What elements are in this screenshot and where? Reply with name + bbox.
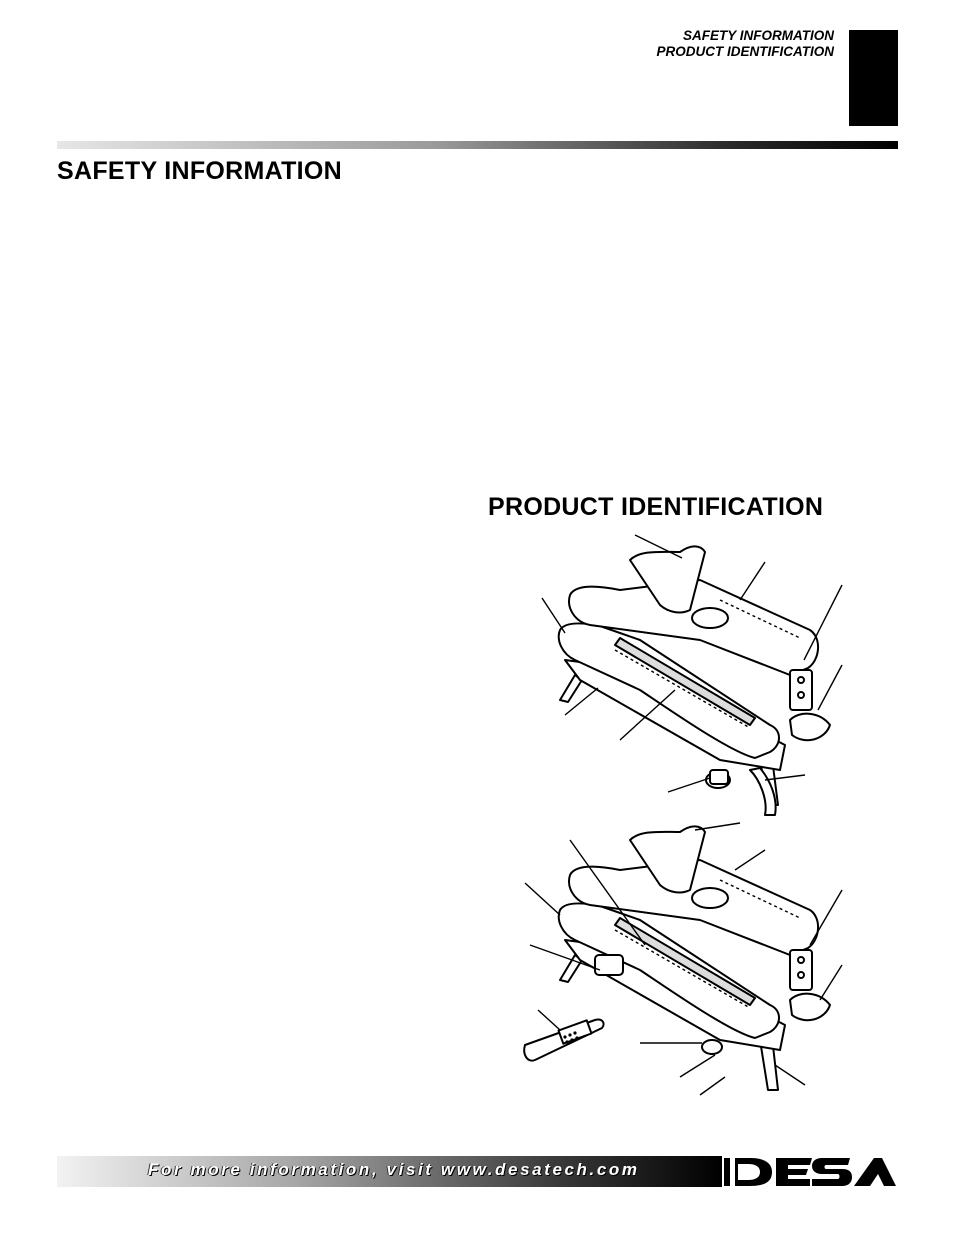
safety-information-heading: SAFETY INFORMATION: [57, 157, 343, 185]
log-set-figure-manual: [541, 534, 843, 816]
header-line-2: PRODUCT IDENTIFICATION: [656, 44, 835, 59]
footer-banner: [57, 1156, 722, 1187]
product-identification-heading: PRODUCT IDENTIFICATION: [488, 493, 824, 521]
desa-logo: [724, 1158, 896, 1186]
log-set-figure-remote: [523, 822, 843, 1096]
header-line-1: SAFETY INFORMATION: [683, 28, 834, 43]
header-divider: [57, 141, 898, 149]
running-header: SAFETY INFORMATION PRODUCT IDENTIFICATIO…: [657, 28, 835, 60]
section-tab-marker: [849, 30, 898, 126]
footer-website-text: For more information, visit www.desatech…: [148, 1160, 640, 1179]
